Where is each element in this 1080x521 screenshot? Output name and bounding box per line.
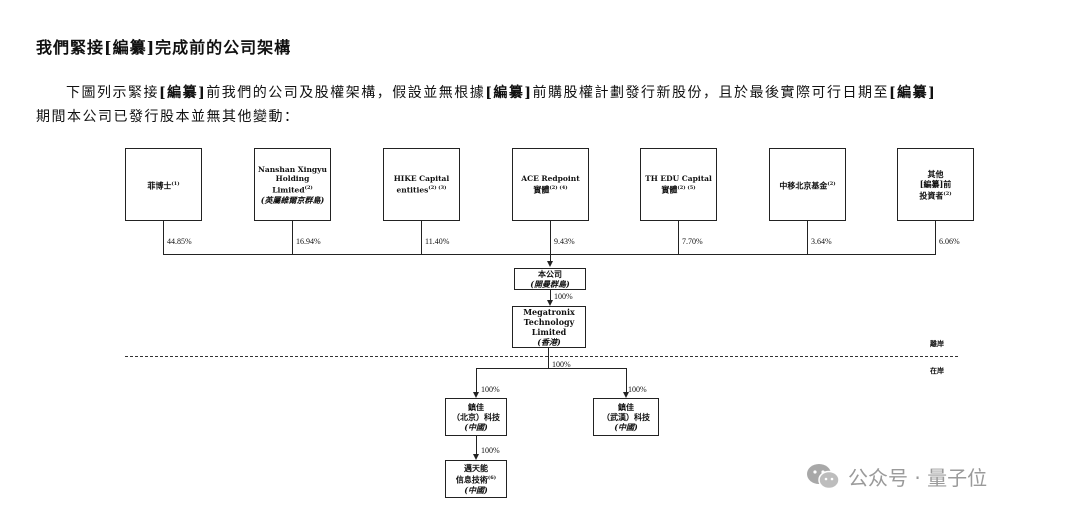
shareholder-box-6: 中移北京基金(2) bbox=[769, 148, 846, 221]
connector bbox=[292, 221, 293, 255]
arrow-down-icon bbox=[473, 392, 479, 398]
connector bbox=[550, 254, 551, 262]
arrow-down-icon bbox=[473, 454, 479, 460]
pct-label: 44.85% bbox=[167, 237, 192, 246]
watermark: 公众号 · 量子位 bbox=[806, 462, 987, 491]
subsidiary-box-wuhan: 鎮佳 （武漢）科技 (中國) bbox=[593, 398, 659, 436]
subsidiary-box-beijing: 鎮佳 （北京）科技 (中國) bbox=[445, 398, 507, 436]
paragraph-line-1: 下圖列示緊接[編纂]前我們的公司及股權架構，假設並無根據[編纂]前購股權計劃發行… bbox=[66, 85, 937, 101]
offshore-onshore-divider bbox=[125, 356, 958, 357]
pct-label: 100% bbox=[481, 385, 500, 394]
pct-label: 16.94% bbox=[296, 237, 321, 246]
connector bbox=[421, 221, 422, 255]
arrow-down-icon bbox=[623, 392, 629, 398]
pct-label: 100% bbox=[552, 360, 571, 369]
shareholder-box-5: TH EDU Capital 實體(2) (5) bbox=[640, 148, 717, 221]
pct-label: 100% bbox=[554, 292, 573, 301]
horizontal-connector bbox=[476, 368, 626, 369]
pct-label: 6.06% bbox=[939, 237, 960, 246]
connector bbox=[163, 221, 164, 255]
megatronix-box: Megatronix Technology Limited (香港) bbox=[512, 306, 586, 348]
company-box: 本公司 (開曼群島) bbox=[514, 268, 586, 290]
pct-label: 100% bbox=[481, 446, 500, 455]
offshore-label: 離岸 bbox=[930, 339, 944, 348]
horizontal-connector bbox=[163, 254, 936, 255]
shareholder-box-3: HIKE Capital entities(2) (3) bbox=[383, 148, 460, 221]
connector bbox=[476, 368, 477, 394]
pct-label: 3.64% bbox=[811, 237, 832, 246]
shareholder-box-4: ACE Redpoint 實體(2) (4) bbox=[512, 148, 589, 221]
paragraph-line-2: 期間本公司已發行股本並無其他變動： bbox=[36, 109, 300, 125]
pct-label: 11.40% bbox=[425, 237, 450, 246]
shareholder-box-2: Nanshan Xingyu Holding Limited(2) (英屬維爾京… bbox=[254, 148, 331, 221]
connector bbox=[476, 436, 477, 456]
connector bbox=[935, 221, 936, 255]
pct-label: 7.70% bbox=[682, 237, 703, 246]
arrow-down-icon bbox=[547, 261, 553, 267]
shareholder-box-7: 其他 [編纂]前 投資者(2) bbox=[897, 148, 974, 221]
connector bbox=[550, 290, 551, 301]
pct-label: 9.43% bbox=[554, 237, 575, 246]
arrow-down-icon bbox=[547, 300, 553, 306]
connector bbox=[626, 368, 627, 394]
connector bbox=[678, 221, 679, 255]
connector bbox=[548, 348, 549, 368]
connector bbox=[550, 221, 551, 255]
connector bbox=[807, 221, 808, 255]
shareholder-box-1: 菲博士(1) bbox=[125, 148, 202, 221]
onshore-label: 在岸 bbox=[930, 366, 944, 375]
watermark-text: 公众号 · 量子位 bbox=[848, 466, 988, 490]
section-heading: 我們緊接[編纂]完成前的公司架構 bbox=[36, 38, 292, 57]
pct-label: 100% bbox=[628, 385, 647, 394]
subsidiary-box-maitianneng: 邁天能 信息技術(6) (中國) bbox=[445, 460, 507, 498]
wechat-icon bbox=[807, 463, 840, 489]
